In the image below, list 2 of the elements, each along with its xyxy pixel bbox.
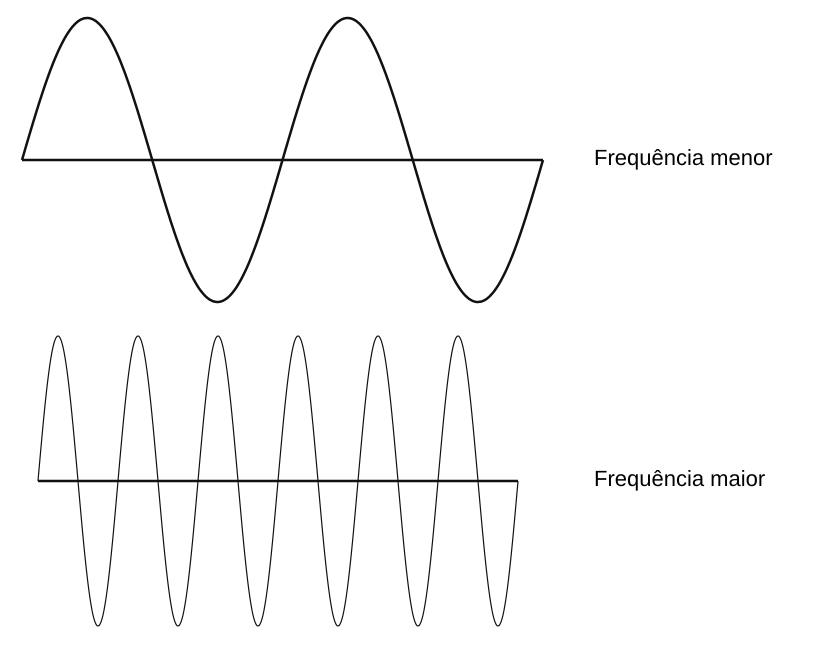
wave-label: Frequência maior — [594, 465, 766, 493]
wave-label: Frequência menor — [594, 144, 773, 172]
